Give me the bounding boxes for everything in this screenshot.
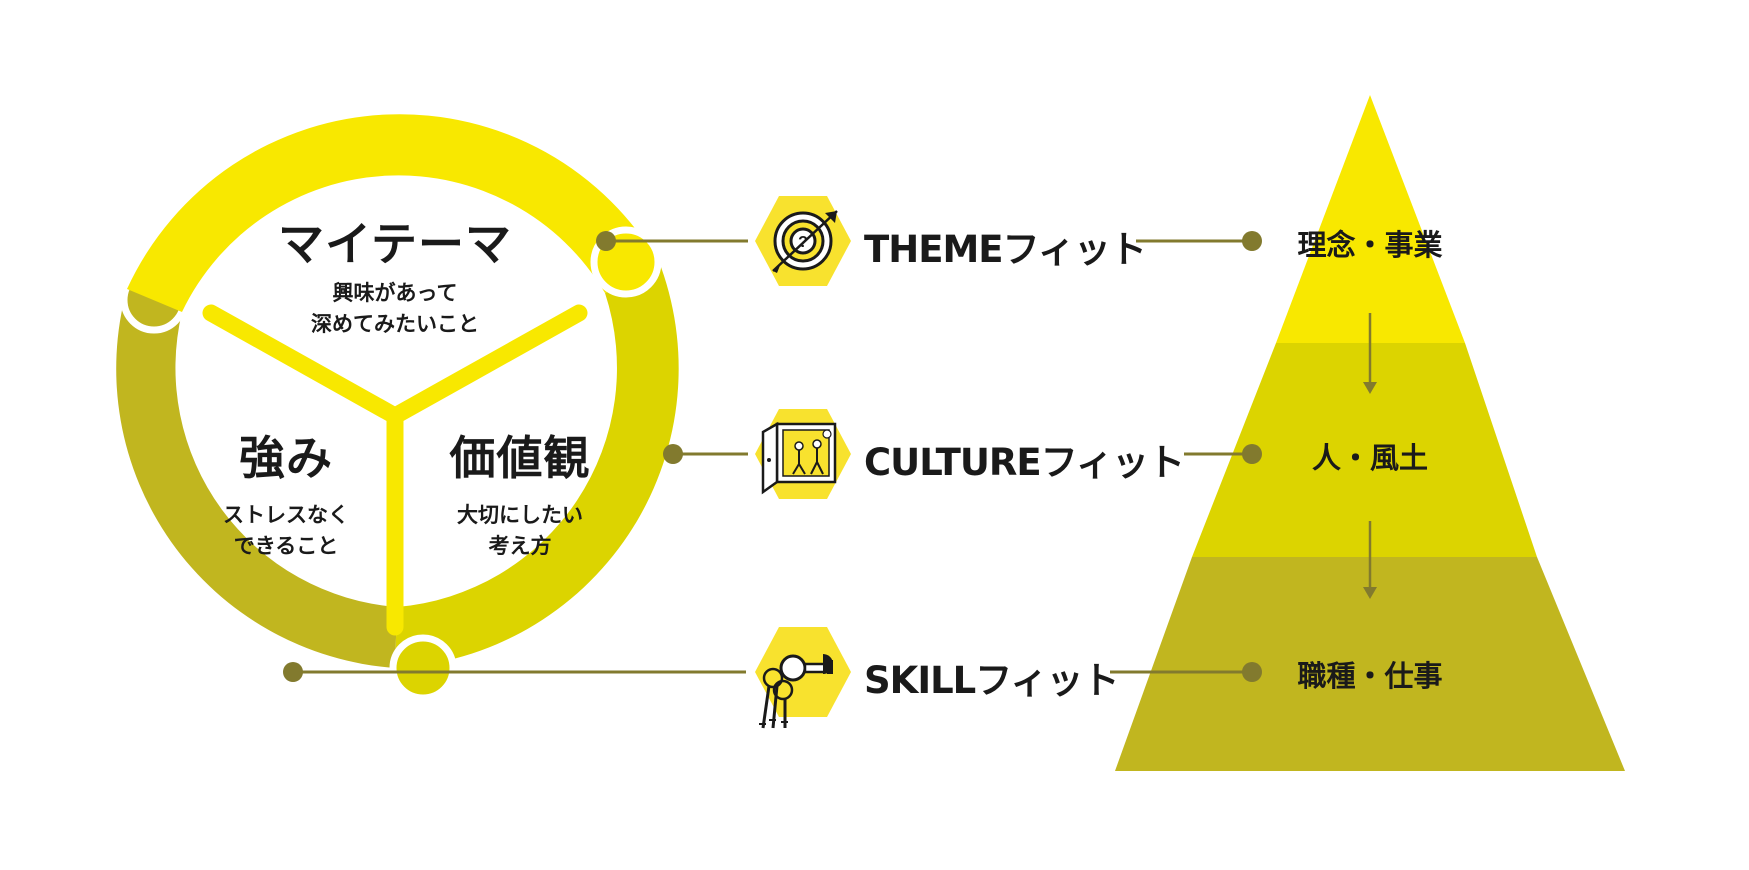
pyramid-level-1 xyxy=(1276,95,1465,343)
segment-values: 価値観 大切にしたい 考え方 xyxy=(420,422,620,562)
pyramid-level-3 xyxy=(1115,557,1625,771)
circle-dividers xyxy=(202,304,588,636)
segment-theme: マイテーマ 興味があって 深めてみたいこと xyxy=(271,208,519,340)
pyramid-label-people: 人・風土 xyxy=(1311,441,1428,475)
pyramid-label-job: 職種・仕事 xyxy=(1297,659,1443,693)
segment-strengths-title: 強み xyxy=(239,431,333,485)
circle-ring xyxy=(116,114,679,702)
segment-theme-line-2: 深めてみたいこと xyxy=(311,312,479,336)
target-icon: ? xyxy=(755,196,851,286)
segment-theme-title: マイテーマ xyxy=(277,217,513,271)
ring-segment-values xyxy=(395,267,679,668)
segment-strengths: 強み ストレスなく できること xyxy=(196,422,376,562)
pyramid-level-2 xyxy=(1192,343,1537,557)
skill-fit-label: SKILLフィット xyxy=(864,659,1119,702)
pyramid-label-philosophy: 理念・事業 xyxy=(1297,228,1443,262)
segment-values-title: 価値観 xyxy=(449,431,591,485)
pyramid xyxy=(1115,95,1625,771)
segment-values-line-1: 大切にしたい xyxy=(457,503,583,527)
keys-icon xyxy=(755,627,851,729)
pyramid-arrows xyxy=(1363,313,1377,599)
connector-dots xyxy=(283,231,1262,682)
segment-theme-line-1: 興味があって xyxy=(332,281,458,305)
door-icon xyxy=(755,409,851,499)
segment-strengths-line-2: できること xyxy=(233,534,339,558)
ring-cap-values xyxy=(389,634,457,702)
theme-fit-label: THEMEフィット xyxy=(864,228,1147,271)
segment-strengths-line-1: ストレスなく xyxy=(223,503,349,527)
segment-strengths-description: ストレスなく できること xyxy=(196,500,376,562)
segment-values-description: 大切にしたい 考え方 xyxy=(420,500,620,562)
ring-segment-theme xyxy=(127,114,661,312)
connectors xyxy=(293,239,1252,674)
segment-theme-description: 興味があって 深めてみたいこと xyxy=(271,278,519,340)
segment-values-line-2: 考え方 xyxy=(488,534,552,558)
culture-fit-label: CULTUREフィット xyxy=(864,441,1185,484)
